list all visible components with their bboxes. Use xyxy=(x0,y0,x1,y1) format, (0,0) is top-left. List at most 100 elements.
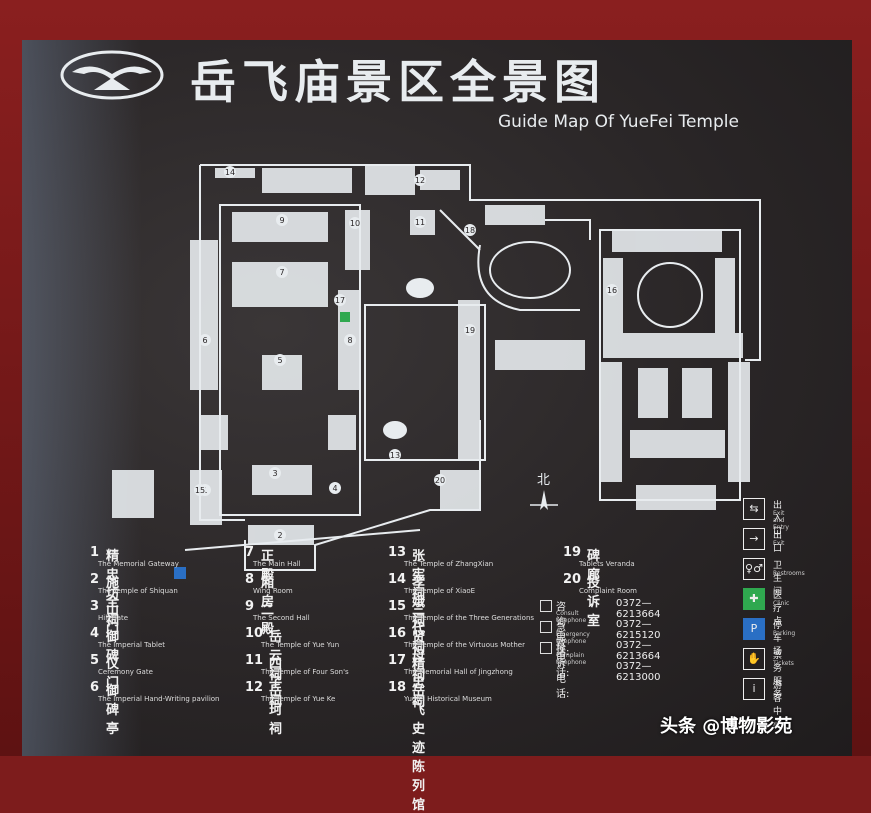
map-clinic-icon xyxy=(340,312,350,322)
map-marker-number: 13 xyxy=(390,451,400,460)
legend-name: 岳珂祠 xyxy=(269,684,283,737)
legend-english: The Memorial Hall of Jingzhong xyxy=(404,668,513,676)
legend-number: 12 xyxy=(245,680,264,695)
facility-label: 卫生间 xyxy=(773,561,783,597)
legend-name: 御碑 xyxy=(106,630,120,664)
legend-english: The Temple of the Virtuous Mother xyxy=(404,641,525,649)
legend-number: 16 xyxy=(388,626,407,641)
phone-label: 咨询电话: xyxy=(556,602,570,658)
exit-entry-icon: ⇆ xyxy=(743,498,765,520)
facility-label: 游客中心 xyxy=(773,681,783,730)
phone-number: 0372—6213664 xyxy=(616,640,661,662)
map-building-wing xyxy=(600,362,622,482)
map-marker xyxy=(329,482,341,494)
map-marker-number: 2 xyxy=(277,531,282,540)
phone-english: Complain telephone xyxy=(556,652,587,666)
map-wall xyxy=(200,164,761,361)
map-building-wing xyxy=(715,258,735,333)
compass-icon xyxy=(530,490,558,510)
exit-icon: → xyxy=(743,528,765,550)
map-building xyxy=(638,368,668,418)
map-marker-number: 16 xyxy=(607,286,617,295)
map-marker-number: 15 xyxy=(195,486,205,495)
map-building-veranda xyxy=(458,300,480,460)
facility-english: Restrooms xyxy=(773,570,805,577)
map-marker-number: 12 xyxy=(415,176,425,185)
legend-english: Wing Room xyxy=(253,587,293,595)
legend-name: 御碑亭 xyxy=(106,684,120,737)
legend-number: 11 xyxy=(245,653,264,668)
phone-label: 投诉电话: xyxy=(556,644,570,700)
map-building xyxy=(262,168,352,193)
legend-name: 精忠祠 xyxy=(412,657,426,710)
watermark: 头条 @博物影苑 xyxy=(660,716,793,737)
map-marker xyxy=(274,354,286,366)
map-marker xyxy=(269,467,281,479)
sign-board xyxy=(22,40,852,756)
legend-number: 3 xyxy=(90,599,100,614)
facility-english: Exit xyxy=(773,540,785,547)
map-marker xyxy=(194,484,206,496)
map-tree xyxy=(406,278,434,298)
legend-number: 17 xyxy=(388,653,407,668)
visitor-center-icon: i xyxy=(743,678,765,700)
facility-label: 出入口 xyxy=(773,501,783,537)
legend-english: The Temple of XiaoE xyxy=(404,587,476,595)
legend-number: 10 xyxy=(245,626,264,641)
map-marker xyxy=(224,166,236,178)
legend-english: The Temple of Yue Ke xyxy=(261,695,336,703)
phone-icon xyxy=(540,642,552,654)
map-marker xyxy=(276,266,288,278)
map-building xyxy=(495,340,585,370)
map-building xyxy=(365,165,415,195)
legend-english: The Temple of Four Son's xyxy=(261,668,349,676)
clinic-icon: ✚ xyxy=(743,588,765,610)
map-marker xyxy=(334,294,346,306)
legend-english: Hill Gate xyxy=(98,614,129,622)
map-marker-number: 10 xyxy=(350,219,360,228)
legend-number: 18 xyxy=(388,680,407,695)
map-marker xyxy=(464,224,476,236)
legend-english: Complaint Room xyxy=(579,587,637,595)
phone-icon xyxy=(540,600,552,612)
legend-name: 碑廊 xyxy=(587,549,601,583)
map-pond xyxy=(637,262,703,328)
legend-english: The Memorial Gateway xyxy=(98,560,179,568)
map-building xyxy=(420,170,460,190)
map-parking-icon xyxy=(174,567,186,579)
map-marker-number: 19 xyxy=(465,326,475,335)
map-building xyxy=(612,230,722,252)
facility-english: Tickets xyxy=(773,660,794,667)
map-marker-number: 9 xyxy=(279,216,284,225)
map-marker xyxy=(414,216,426,228)
legend-name: 张宪祠 xyxy=(412,549,426,602)
glass-glare xyxy=(22,40,142,756)
legend-name: 三代祠 xyxy=(412,603,426,656)
map-marker-number: 20 xyxy=(435,476,445,485)
legend-number: 14 xyxy=(388,572,407,587)
legend-english: Ceremony Gate xyxy=(98,668,153,676)
legend-number: 8 xyxy=(245,572,255,587)
map-building xyxy=(440,470,480,510)
phone-label: 急救电话: xyxy=(556,623,570,679)
map-building-wing xyxy=(728,362,750,482)
map-marker xyxy=(464,324,476,336)
map-courtyard xyxy=(364,304,486,461)
map-marker xyxy=(606,284,618,296)
map-lake xyxy=(489,241,571,299)
legend-english: The Temple of Shiquan xyxy=(98,587,178,595)
map-marker-number: 18 xyxy=(465,226,475,235)
map-marker-number: 8 xyxy=(347,336,352,345)
legend-number: 15 xyxy=(388,599,407,614)
phone-english: Consult telephone xyxy=(556,610,587,624)
legend-number: 7 xyxy=(245,545,255,560)
map-marker-number: 7 xyxy=(279,268,284,277)
temple-logo-icon xyxy=(60,50,164,100)
map-building-wing xyxy=(190,240,218,390)
map-marker-number: 11 xyxy=(415,218,425,227)
map-tree xyxy=(383,421,407,439)
map-building-gate xyxy=(252,465,312,495)
page-subtitle: Guide Map Of YueFei Temple xyxy=(498,112,739,132)
facility-label: 医疗点 xyxy=(773,591,783,627)
facility-english: Clinic xyxy=(773,600,790,607)
